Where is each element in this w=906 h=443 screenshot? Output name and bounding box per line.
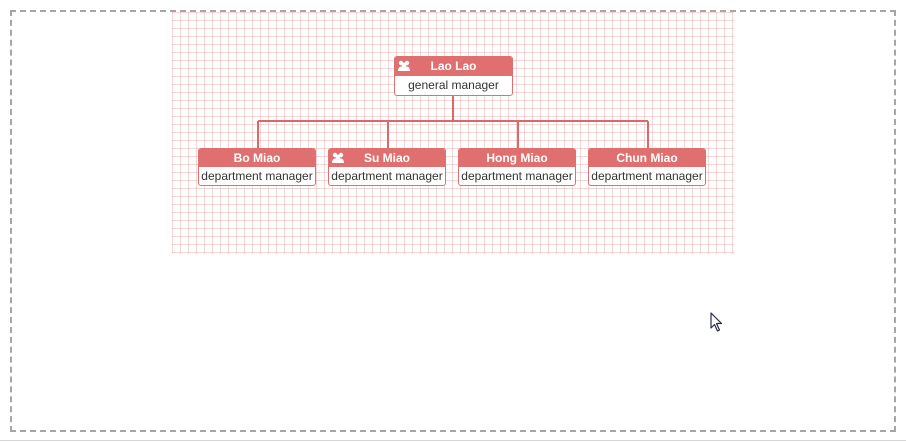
org-node-child-1-name: Bo Miao [233, 151, 281, 165]
org-node-child-4-title: department manager [591, 169, 703, 183]
group-icon [398, 60, 410, 71]
divider [0, 440, 906, 441]
org-node-child-4-name: Chun Miao [616, 151, 678, 165]
org-node-child-3[interactable]: Hong Miao department manager [458, 148, 576, 186]
org-chart-canvas[interactable]: Lao Lao general manager Bo Miao departme… [172, 12, 734, 254]
org-node-root-header: Lao Lao [395, 57, 512, 76]
org-node-child-2-name: Su Miao [363, 151, 410, 165]
org-node-child-2-title: department manager [331, 169, 443, 183]
group-icon [332, 152, 344, 163]
org-node-child-1[interactable]: Bo Miao department manager [198, 148, 316, 186]
org-node-child-3-header: Hong Miao [459, 149, 575, 167]
org-node-child-1-title: department manager [201, 169, 313, 183]
mouse-pointer-icon [710, 312, 723, 332]
org-node-child-2-header: Su Miao [329, 149, 445, 167]
org-chart-connectors [257, 96, 649, 148]
org-node-child-4[interactable]: Chun Miao department manager [588, 148, 706, 186]
org-node-child-2[interactable]: Su Miao department manager [328, 148, 446, 186]
org-node-child-4-header: Chun Miao [589, 149, 705, 167]
org-node-child-3-name: Hong Miao [486, 151, 548, 165]
org-node-root-title: general manager [408, 78, 499, 92]
diagram-container [10, 10, 896, 432]
org-node-child-3-title: department manager [461, 169, 573, 183]
org-node-root-name: Lao Lao [430, 59, 477, 73]
org-node-child-1-header: Bo Miao [199, 149, 315, 167]
org-node-root[interactable]: Lao Lao general manager [394, 56, 513, 96]
